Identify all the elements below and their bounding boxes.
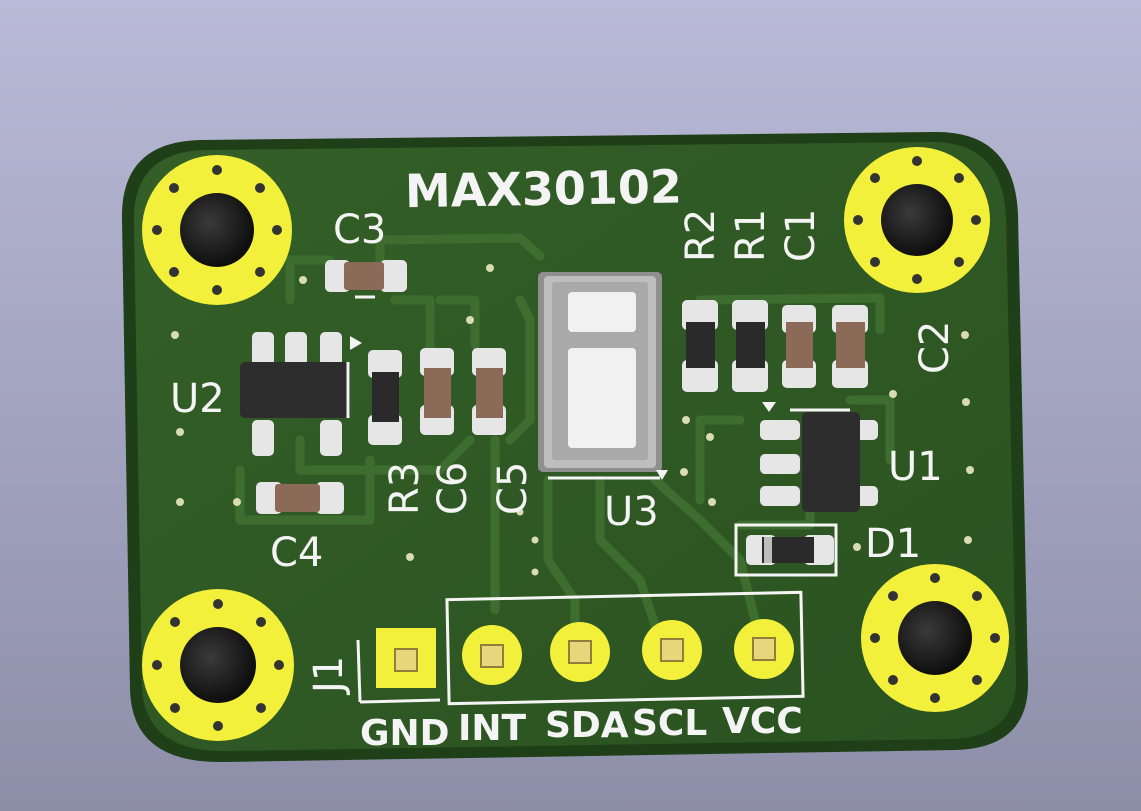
pin-label-sda: SDA	[545, 705, 629, 746]
label-c3: C3	[333, 207, 386, 253]
resistor-r3	[368, 350, 402, 445]
capacitor-c5	[472, 348, 506, 435]
label-r3: R3	[382, 462, 428, 515]
label-c2: C2	[912, 321, 958, 374]
capacitor-c3	[325, 260, 407, 299]
pin-label-int: INT	[458, 708, 527, 749]
pin-label-gnd: GND	[360, 713, 450, 754]
mounting-hole-top-right	[844, 147, 990, 293]
label-c4: C4	[270, 530, 323, 576]
label-c6: C6	[430, 462, 476, 515]
label-c1: C1	[778, 209, 824, 262]
label-u2: U2	[170, 376, 225, 422]
capacitor-c2	[832, 305, 868, 388]
board-title: MAX30102	[405, 159, 683, 218]
traces	[235, 233, 895, 655]
connector-j1	[356, 590, 805, 706]
label-u3: U3	[604, 489, 659, 535]
mounting-hole-top-left	[142, 155, 292, 305]
diode-d1	[734, 523, 838, 577]
resistor-r2	[682, 300, 718, 392]
capacitor-c1	[782, 305, 816, 388]
ic-u1	[760, 402, 878, 512]
pin-label-scl: SCL	[632, 703, 707, 744]
mounting-hole-bottom-right	[861, 564, 1009, 712]
pin-label-vcc: VCC	[722, 701, 803, 742]
ic-u2	[240, 332, 362, 456]
resistor-r1	[732, 300, 768, 392]
capacitor-c6	[420, 348, 454, 435]
label-r2: R2	[678, 209, 724, 262]
vias	[171, 264, 974, 576]
label-d1: D1	[865, 521, 921, 567]
label-r1: R1	[728, 209, 774, 262]
label-u1: U1	[888, 444, 943, 490]
label-j1: J1	[306, 656, 352, 696]
sensor-u3	[538, 272, 668, 480]
capacitor-c4	[256, 482, 344, 514]
label-c5: C5	[490, 462, 536, 515]
mounting-hole-bottom-left	[142, 589, 294, 741]
